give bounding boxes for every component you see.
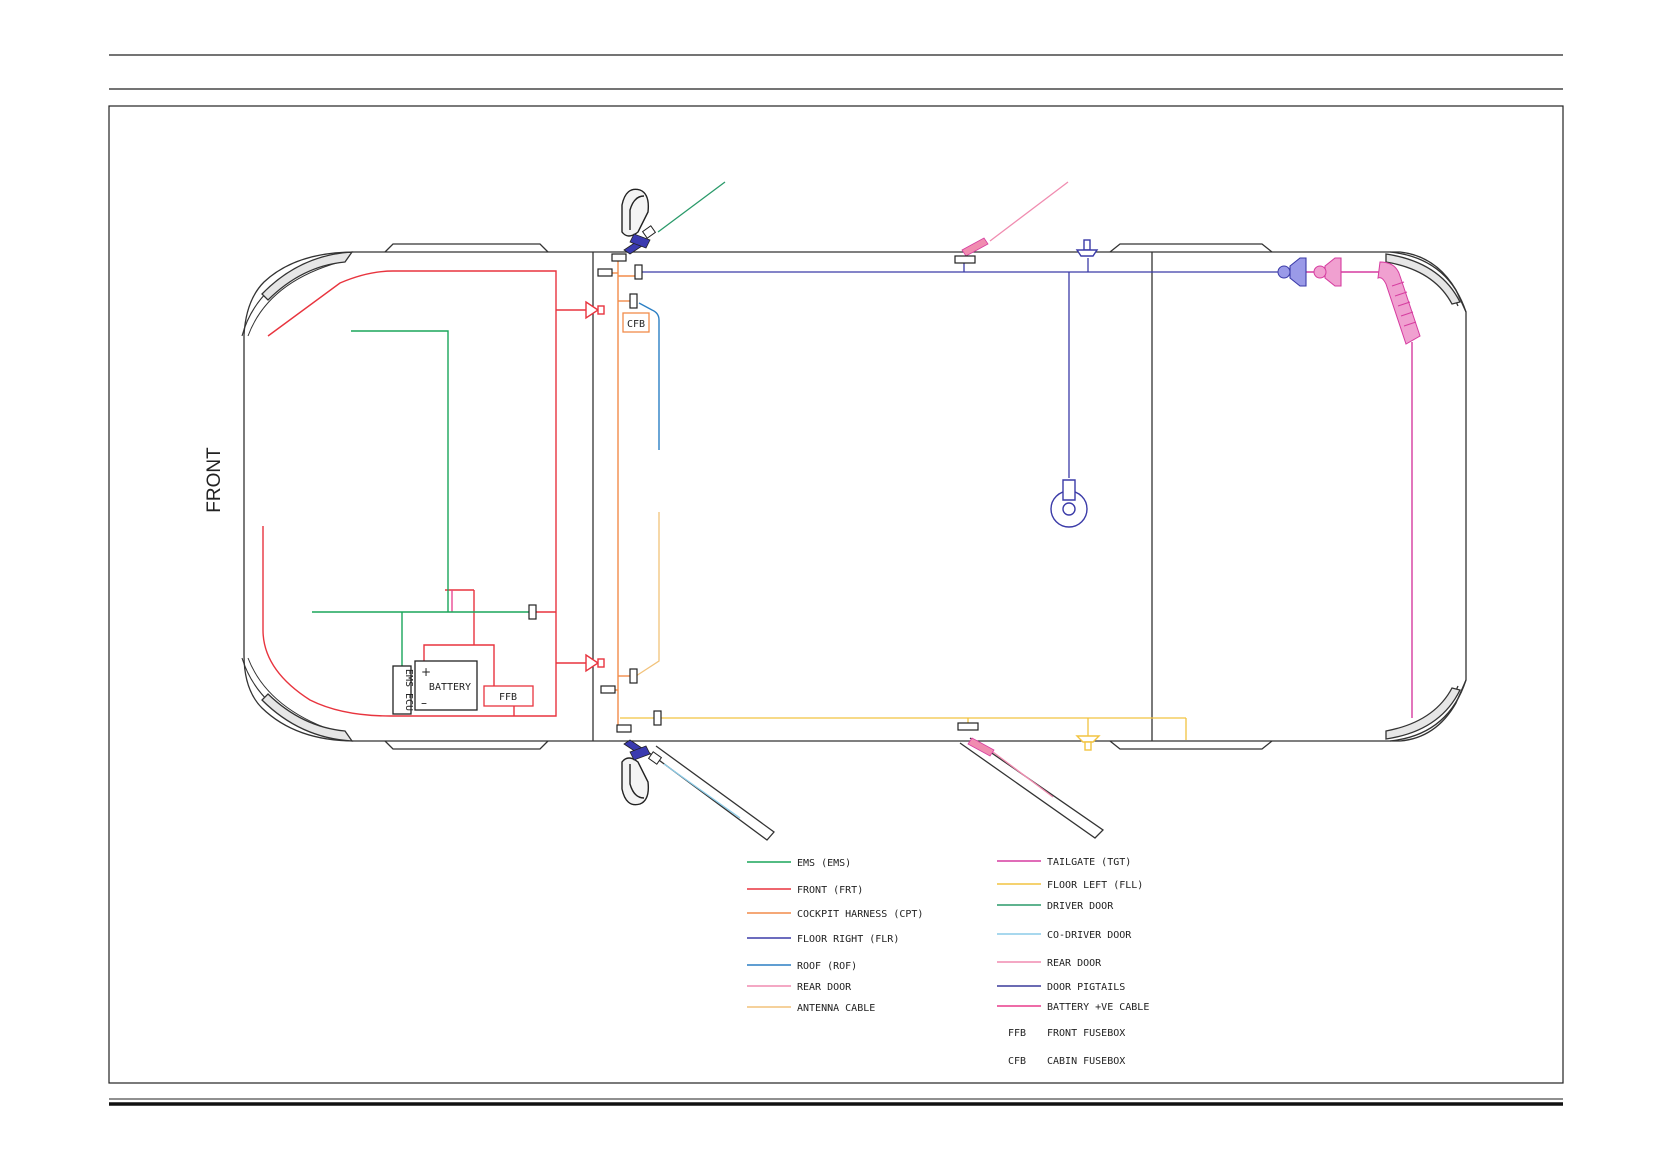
legend-right-label-4: REAR DOOR (1047, 958, 1102, 969)
floor-left-harness (620, 717, 1187, 740)
rear-right-door (959, 737, 1105, 839)
legend-right-label-3: CO-DRIVER DOOR (1047, 930, 1132, 941)
battery: + BATTERY – (414, 660, 478, 711)
front-harness (262, 270, 586, 717)
legend-abbr-meaning-1: CABIN FUSEBOX (1047, 1056, 1125, 1067)
left-mirror-icon (621, 188, 650, 237)
legend-right-label-6: BATTERY +VE CABLE (1047, 1002, 1149, 1013)
legend-right-label-0: TAILGATE (TGT) (1047, 857, 1131, 868)
ems-ecu: EMS ECU (392, 665, 414, 715)
rear-floor-module-icon (1050, 479, 1088, 528)
co-driver-door-harness (663, 763, 741, 819)
legend-right-label-2: DRIVER DOOR (1047, 901, 1114, 912)
roof-harness (638, 302, 660, 450)
legend-left-label-2: COCKPIT HARNESS (CPT) (797, 909, 923, 920)
front-right-door (647, 745, 775, 841)
legend-left-label-3: FLOOR RIGHT (FLR) (797, 934, 899, 945)
front-right-door-pigtail-icon (623, 739, 663, 765)
front-label: FRONT (204, 447, 225, 513)
rear-right-door-pigtail-icon (967, 737, 995, 757)
front-left-door-pigtail-icon (623, 225, 657, 255)
legend-right-label-1: FLOOR LEFT (FLL) (1047, 880, 1143, 891)
dash-left-grommet-icon (585, 300, 605, 673)
right-mirror-icon (621, 757, 650, 806)
legend-left-label-4: ROOF (ROF) (797, 961, 857, 972)
legend-abbr-code-0: FFB (1008, 1028, 1026, 1039)
legend-left-column: EMS (EMS) FRONT (FRT) COCKPIT HARNESS (CPT… (747, 858, 923, 1014)
driver-door-harness (657, 181, 726, 233)
legend-left-label-6: ANTENNA CABLE (797, 1003, 875, 1014)
cabin-fusebox: CFB (622, 312, 650, 333)
legend-right-label-5: DOOR PIGTAILS (1047, 982, 1125, 993)
tailgate-grommets (1277, 257, 1342, 287)
cockpit-harness (605, 258, 636, 728)
legend-right-column: TAILGATE (TGT) FLOOR LEFT (FLL) DRIVER DOO… (997, 857, 1149, 1013)
ffb-label: FFB (499, 692, 517, 703)
cfb-label: CFB (627, 319, 645, 330)
floor-left-antenna-icon (1075, 735, 1101, 751)
inline-connectors (597, 253, 979, 733)
ems-ecu-label: EMS ECU (403, 669, 414, 711)
tailgate-bellows-icon (1377, 261, 1421, 345)
roof-antenna-icon (1075, 239, 1099, 257)
battery-plus: + (421, 665, 431, 679)
legend-abbr-code-1: CFB (1008, 1056, 1026, 1067)
tailgate-harness (1290, 271, 1413, 718)
legend-abbr-meaning-0: FRONT FUSEBOX (1047, 1028, 1125, 1039)
front-fusebox: FFB (483, 685, 534, 707)
legend-left-label-0: EMS (EMS) (797, 858, 851, 869)
rear-left-door-pigtail-icon (961, 237, 989, 257)
front-harness-connector (528, 604, 537, 620)
legend-abbreviations: FFB FRONT FUSEBOX CFB CABIN FUSEBOX (1008, 1028, 1125, 1067)
ems-harness (312, 330, 532, 666)
diagram-frame (108, 105, 1564, 1084)
battery-label: BATTERY (429, 682, 471, 693)
battery-minus: – (421, 696, 427, 710)
legend-left-label-1: FRONT (FRT) (797, 885, 863, 896)
antenna-cable (635, 512, 660, 677)
rear-door-harness (989, 181, 1069, 798)
floor-right-harness (642, 258, 1290, 478)
legend-left-label-5: REAR DOOR (797, 982, 852, 993)
